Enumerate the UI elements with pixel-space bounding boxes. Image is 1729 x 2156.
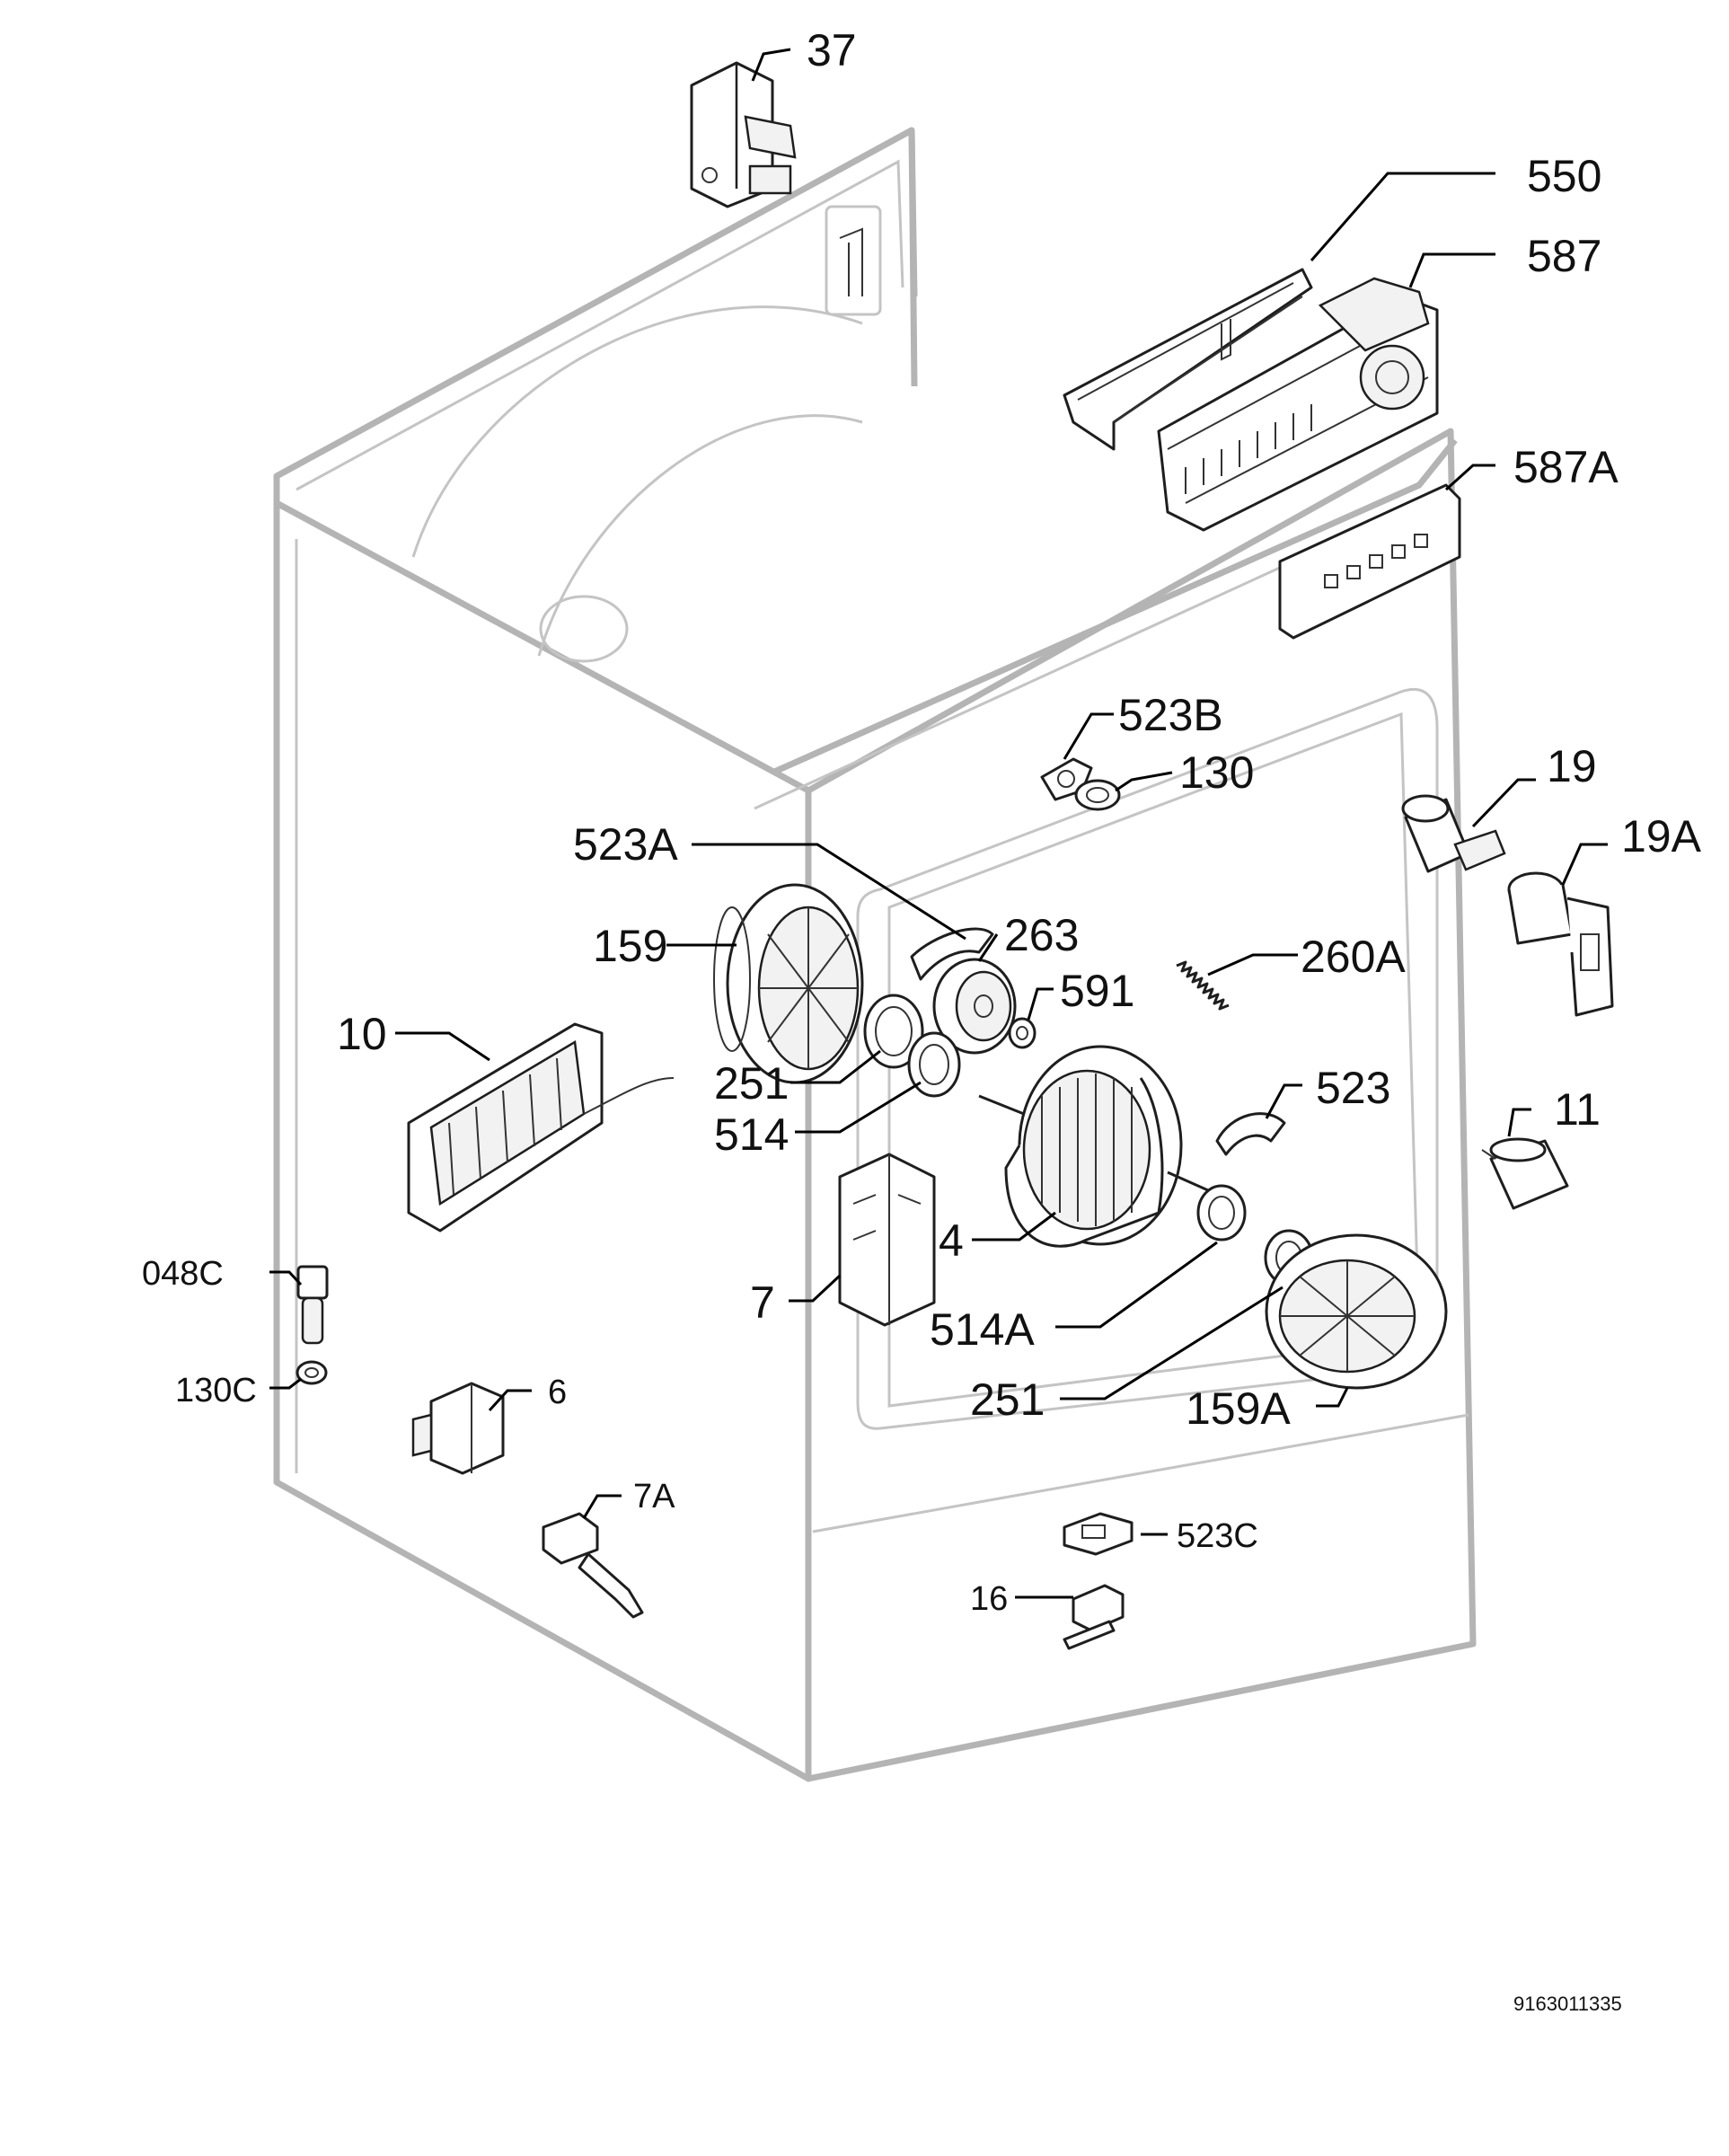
part-4-motor-drawing	[978, 1045, 1209, 1248]
label-159: 159	[593, 921, 667, 971]
label-130: 130	[1179, 747, 1254, 798]
label-523B: 523B	[1118, 690, 1223, 740]
part-19-drawing	[1401, 794, 1506, 873]
label-523A: 523A	[573, 819, 678, 870]
label-37: 37	[807, 25, 857, 75]
label-523: 523	[1316, 1063, 1390, 1113]
label-591: 591	[1060, 966, 1134, 1016]
label-048C: 048C	[142, 1255, 224, 1293]
label-251-upper: 251	[714, 1058, 789, 1109]
label-550: 550	[1527, 151, 1601, 201]
label-514A: 514A	[930, 1304, 1035, 1355]
label-6: 6	[548, 1374, 567, 1411]
part-19A-drawing	[1507, 871, 1614, 1017]
part-523-drawing	[1215, 1112, 1286, 1156]
label-251-lower: 251	[970, 1374, 1045, 1425]
label-19: 19	[1547, 741, 1597, 791]
label-587: 587	[1527, 231, 1601, 281]
part-159A-drawing	[1265, 1233, 1448, 1390]
part-251-upper-drawing	[863, 994, 924, 1069]
part-591-drawing	[1008, 1017, 1037, 1049]
part-550-drawing	[1063, 268, 1313, 451]
leader-lines	[269, 48, 1608, 1599]
label-130C: 130C	[175, 1372, 257, 1409]
label-263: 263	[1004, 910, 1079, 960]
label-4: 4	[939, 1215, 964, 1266]
part-523A-drawing	[910, 927, 994, 981]
part-10-drawing	[407, 1022, 675, 1233]
label-260A: 260A	[1301, 932, 1406, 982]
part-048C-drawing	[296, 1265, 329, 1345]
part-37-drawing	[690, 61, 797, 208]
part-587-drawing	[1157, 277, 1439, 532]
label-7A: 7A	[633, 1478, 675, 1515]
label-159A: 159A	[1186, 1383, 1291, 1434]
part-7-drawing	[838, 1153, 936, 1327]
part-7A-drawing	[542, 1512, 644, 1619]
part-11-drawing	[1481, 1137, 1569, 1210]
label-514: 514	[714, 1109, 789, 1160]
label-7: 7	[750, 1277, 775, 1328]
label-11: 11	[1554, 1084, 1601, 1135]
part-130-drawing	[1074, 779, 1121, 811]
part-523C-drawing	[1063, 1512, 1134, 1556]
part-labels: 37 550 587 587A 523B 130 19 19A 523A 263…	[142, 25, 1702, 2015]
part-587A-drawing	[1278, 483, 1461, 640]
part-514-drawing	[907, 1031, 961, 1098]
part-6-drawing	[411, 1382, 505, 1475]
label-10: 10	[337, 1009, 387, 1059]
document-number: 9163011335	[1513, 1993, 1622, 2015]
label-19A: 19A	[1621, 811, 1702, 862]
part-263-drawing	[932, 958, 1017, 1055]
label-523C: 523C	[1177, 1517, 1258, 1555]
label-16: 16	[970, 1580, 1008, 1618]
part-260A-drawing	[1176, 960, 1230, 1011]
label-587A: 587A	[1513, 442, 1619, 492]
part-159-drawing	[713, 883, 864, 1084]
part-16-drawing	[1063, 1584, 1125, 1650]
part-130C-drawing	[296, 1360, 328, 1385]
part-514A-drawing	[1196, 1184, 1247, 1241]
